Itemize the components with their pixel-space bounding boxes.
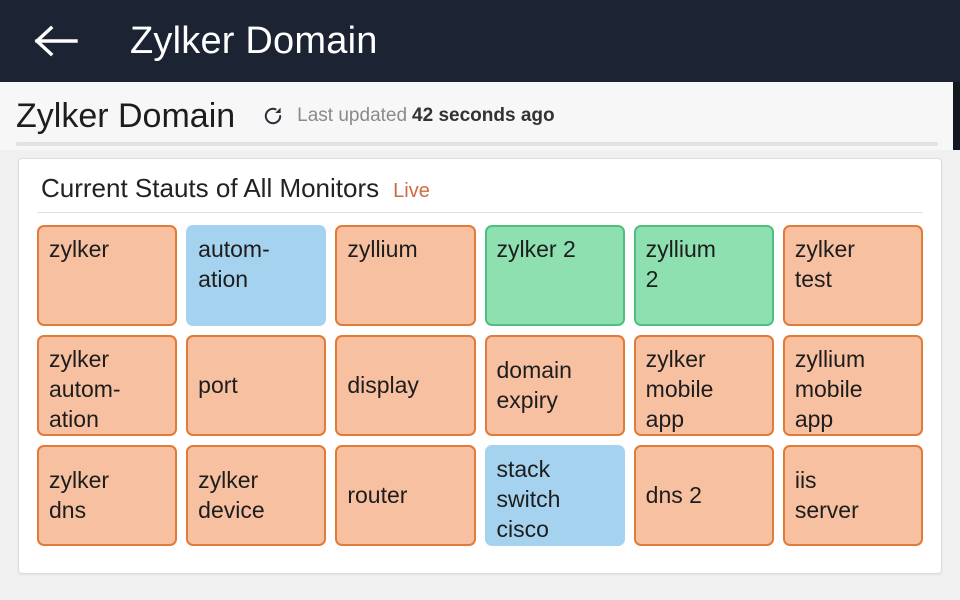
monitor-tile-label: autom-ation: [198, 236, 270, 292]
monitor-tile[interactable]: dns 2: [633, 445, 774, 546]
refresh-icon[interactable]: [261, 104, 285, 128]
page-subheader: Zylker Domain Last updated 42 seconds ag…: [0, 82, 960, 150]
app-bar: Zylker Domain: [0, 0, 960, 82]
card-header: Current Stauts of All Monitors Live: [37, 169, 923, 213]
monitor-tile[interactable]: zyllium: [335, 225, 476, 326]
monitor-tile-label: zyllium: [347, 236, 418, 262]
live-badge: Live: [393, 180, 430, 202]
monitor-tile-label: display: [347, 371, 419, 398]
monitor-tile-label: zylker 2: [496, 236, 576, 262]
arrow-left-icon: [34, 25, 78, 57]
monitor-tile[interactable]: autom-ation: [186, 225, 327, 326]
monitor-tile[interactable]: display: [335, 335, 476, 436]
right-edge-strip: [953, 82, 960, 168]
monitor-tile-label: router: [347, 481, 408, 508]
card-title: Current Stauts of All Monitors: [41, 173, 380, 203]
monitor-tile-label: zylker: [49, 236, 110, 262]
monitors-card: Current Stauts of All Monitors Live zylk…: [18, 158, 942, 574]
monitor-tile[interactable]: router: [335, 445, 476, 546]
monitor-tile-label: port: [198, 371, 238, 398]
page-title: Zylker Domain: [16, 96, 236, 135]
last-updated-value: 42 seconds ago: [412, 105, 555, 126]
monitor-tile[interactable]: port: [186, 335, 327, 436]
monitor-tile[interactable]: zylker: [37, 225, 178, 326]
last-updated-label: Last updated: [297, 105, 408, 126]
monitor-tile[interactable]: zylker 2: [484, 225, 625, 326]
refresh-arrow-icon: [265, 107, 282, 125]
app-bar-title: Zylker Domain: [130, 19, 378, 62]
page-body: Current Stauts of All Monitors Live zylk…: [0, 150, 960, 600]
back-arrow-icon[interactable]: [30, 15, 82, 67]
monitor-tile-label: dns 2: [645, 481, 702, 508]
